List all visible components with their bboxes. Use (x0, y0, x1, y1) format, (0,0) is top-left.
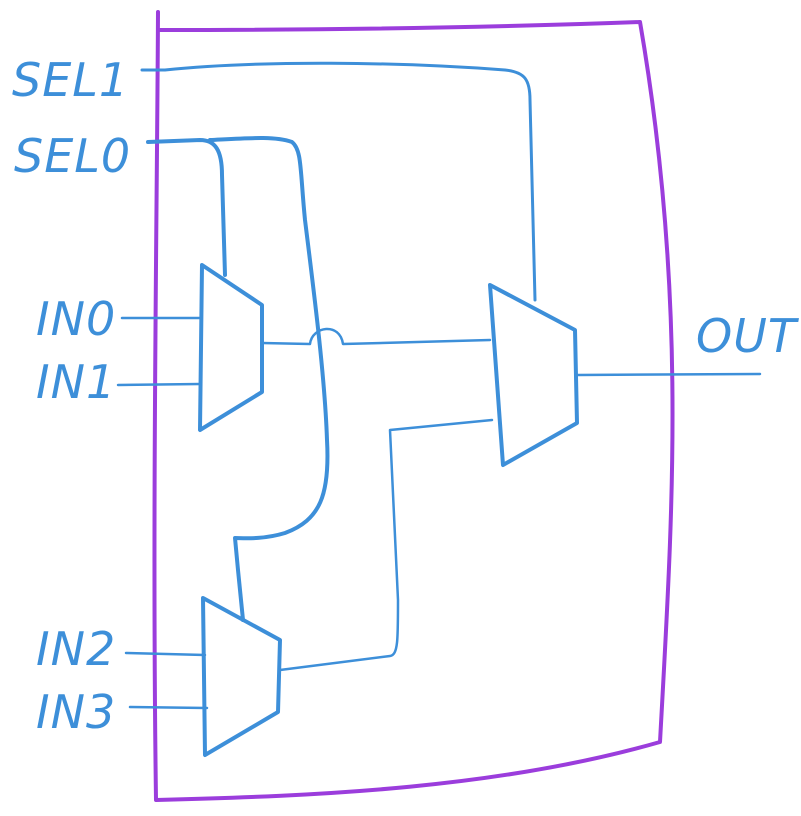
wire-mux-a-out (260, 327, 492, 346)
wire-in2 (124, 651, 207, 657)
label-in0: IN0 (36, 292, 116, 346)
label-in1: IN1 (36, 355, 116, 409)
wire-sel0-loop (208, 136, 330, 622)
wire-in3 (128, 705, 209, 710)
wire-sel0-mux-a (146, 138, 227, 277)
wire-sel1 (140, 61, 537, 302)
mux-a (198, 263, 264, 432)
label-sel1: SEL1 (12, 53, 129, 107)
wire-in1 (116, 382, 202, 387)
label-in3: IN3 (36, 685, 116, 739)
label-out: OUT (696, 309, 800, 363)
label-sel0: SEL0 (14, 129, 131, 183)
mux-b (201, 596, 282, 757)
label-in2: IN2 (36, 622, 116, 676)
wire-mux-b-out (278, 418, 494, 672)
mux-out (488, 283, 579, 467)
module-border (152, 10, 675, 802)
wire-out (575, 372, 762, 377)
